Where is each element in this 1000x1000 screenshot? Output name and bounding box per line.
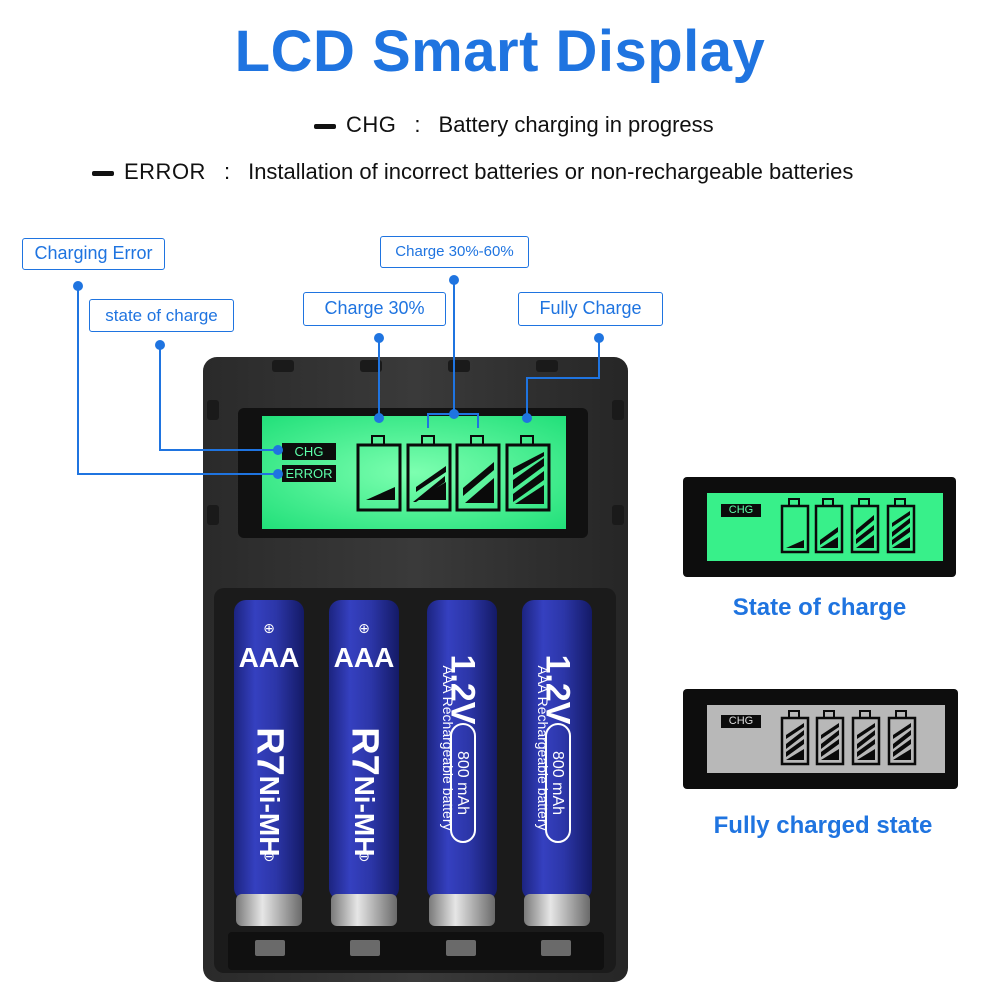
- lcd-bars: [366, 452, 544, 504]
- callout-charge-30: Charge 30%: [303, 292, 446, 326]
- legend-error: ERROR: Installation of incorrect batterie…: [92, 159, 853, 185]
- panel-chg-label: CHG: [721, 504, 761, 517]
- battery-2: ⊕ AAA R7 Ni-MH ⊖: [329, 600, 399, 900]
- state-of-charge-panel: CHG: [683, 477, 956, 577]
- legend-chg: CHG: Battery charging in progress: [314, 112, 714, 138]
- callout-fully-charge: Fully Charge: [518, 292, 663, 326]
- battery-type: AAA: [238, 642, 300, 673]
- panel-battery-icons: [780, 498, 916, 554]
- minus-icon: ⊖: [263, 848, 275, 864]
- battery-capacity: 800 mAh: [450, 723, 476, 843]
- callout-state-of-charge: state of charge: [89, 299, 234, 332]
- legend-colon: :: [414, 112, 421, 137]
- battery-4: 1.2V AAA Rechargeable battery 800 mAh: [522, 600, 592, 900]
- legend-colon: :: [223, 159, 231, 184]
- lcd-error-label: ERROR: [285, 466, 333, 481]
- battery-type: AAA: [333, 642, 395, 673]
- lcd-battery-icons: [356, 435, 551, 512]
- legend-key: ERROR: [124, 159, 206, 184]
- page-title: LCD Smart Display: [234, 19, 766, 84]
- fully-charged-caption: Fully charged state: [713, 812, 933, 839]
- panel-chg-label: CHG: [721, 715, 761, 728]
- battery-3: 1.2V AAA Rechargeable battery 800 mAh: [427, 600, 497, 900]
- callout-charge-30-60: Charge 30%-60%: [380, 236, 529, 268]
- dash-icon: [314, 123, 336, 129]
- plus-icon: ⊕: [263, 620, 275, 636]
- battery-capacity: 800 mAh: [545, 723, 571, 843]
- battery-1: ⊕ AAA R7 Ni-MH ⊖: [234, 600, 304, 900]
- legend-desc: Battery charging in progress: [438, 112, 714, 137]
- battery-cells: [234, 600, 592, 956]
- charger-body: [203, 357, 628, 982]
- state-of-charge-caption: State of charge: [732, 594, 907, 621]
- connector-dots: [73, 275, 604, 479]
- fully-charged-panel: CHG: [683, 689, 958, 789]
- minus-icon: ⊖: [358, 848, 370, 864]
- plus-icon: ⊕: [358, 620, 370, 636]
- dash-icon: [92, 170, 114, 176]
- legend-key: CHG: [346, 112, 397, 137]
- panel-battery-icons-full: [780, 710, 917, 766]
- callout-charging-error: Charging Error: [22, 238, 165, 270]
- lcd-chg-label: CHG: [294, 444, 324, 459]
- legend-desc: Installation of incorrect batteries or n…: [248, 159, 854, 184]
